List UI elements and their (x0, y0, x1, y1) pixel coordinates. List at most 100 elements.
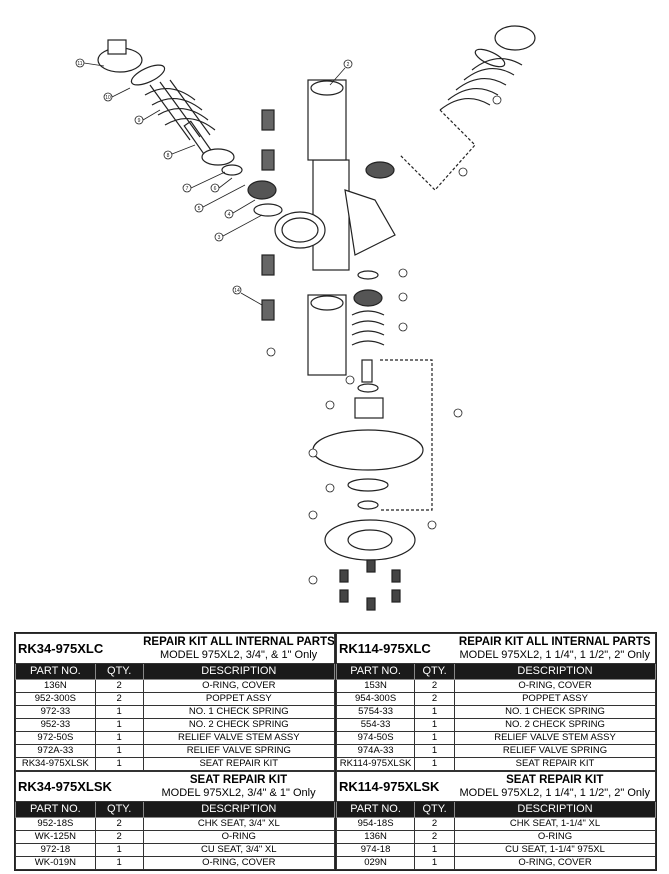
kit-subtitle: MODEL 975XL2, 3/4" & 1" Only (161, 786, 316, 799)
quantity: 2 (94, 692, 144, 706)
column-header: DESCRIPTION (454, 663, 656, 680)
description: O-RING (142, 830, 336, 844)
part-number: 972-33 (15, 705, 96, 719)
part-number: 952-18S (15, 817, 96, 831)
seat (365, 161, 395, 179)
description: CHK SEAT, 3/4" XL (142, 817, 336, 831)
washer (221, 164, 243, 176)
callout-7: 7 (186, 186, 189, 192)
quantity: 1 (94, 705, 144, 719)
callout-10: 10 (105, 95, 111, 101)
part-number: WK-019N (15, 856, 96, 870)
right-kit-column: RK114-975XLC REPAIR KIT ALL INTERNAL PAR… (335, 633, 656, 870)
callout-3: 3 (218, 235, 221, 241)
description: O-RING (454, 830, 656, 844)
column-header: DESCRIPTION (142, 663, 336, 680)
description: POPPET ASSY (454, 692, 656, 706)
ball-valve-bottom (307, 294, 347, 376)
part-number: 153N (335, 679, 416, 693)
quantity: 1 (94, 744, 144, 758)
description: NO. 2 CHECK SPRING (454, 718, 656, 732)
callout-2: 2 (347, 62, 350, 68)
quantity: 1 (414, 757, 456, 771)
description: CU SEAT, 1-1/4" 975XL (454, 843, 656, 857)
kit-subtitle: MODEL 975XL2, 1 1/4", 1 1/2", 2" Only (459, 786, 650, 799)
quantity: 2 (94, 679, 144, 693)
description: NO. 1 CHECK SPRING (142, 705, 336, 719)
right-check-spring (439, 58, 523, 111)
description: NO. 2 CHECK SPRING (142, 718, 336, 732)
column-header: DESCRIPTION (454, 801, 656, 818)
part-number: 972A-33 (15, 744, 96, 758)
o-ring (253, 203, 283, 217)
quantity: 2 (414, 679, 456, 693)
callout-8: 8 (167, 153, 170, 159)
o-ring (130, 64, 166, 86)
description: RELIEF VALVE STEM ASSY (454, 731, 656, 745)
part-number: 972-50S (15, 731, 96, 745)
o-ring (474, 48, 506, 68)
quantity: 1 (94, 731, 144, 745)
quantity: 1 (414, 744, 456, 758)
part-number: 952-300S (15, 692, 96, 706)
kit-title: REPAIR KIT ALL INTERNAL PARTS (143, 635, 335, 648)
column-header: PART NO. (335, 801, 416, 818)
kit-code: RK114-975XLSK (335, 771, 455, 802)
relief-valve-stack (312, 270, 424, 561)
kit-table-rk34-975xlc: RK34-975XLC REPAIR KIT ALL INTERNAL PART… (15, 633, 336, 771)
part-number: 974-50S (335, 731, 416, 745)
quantity: 2 (94, 817, 144, 831)
description: O-RING, COVER (454, 856, 656, 870)
part-number: 029N (335, 856, 416, 870)
callout-4: 4 (228, 212, 231, 218)
part-number: 954-18S (335, 817, 416, 831)
left-check-spring (144, 79, 216, 141)
description: POPPET ASSY (142, 692, 336, 706)
callouts: 11 10 9 8 7 6 5 4 3 2 14 (75, 58, 502, 585)
quantity: 2 (414, 817, 456, 831)
description: RELIEF VALVE STEM ASSY (142, 731, 336, 745)
quantity: 1 (94, 757, 144, 771)
part-number: 974-18 (335, 843, 416, 857)
exploded-parts-diagram: 11 10 9 8 7 6 5 4 3 2 14 (75, 25, 536, 611)
column-header: PART NO. (335, 663, 416, 680)
kit-title: SEAT REPAIR KIT (189, 773, 288, 786)
part-number: WK-125N (15, 830, 96, 844)
poppet-group-bracket (399, 109, 476, 191)
kit-subtitle: MODEL 975XL2, 1 1/4", 1 1/2", 2" Only (459, 648, 650, 661)
repair-kit-tables: RK34-975XLC REPAIR KIT ALL INTERNAL PART… (14, 632, 657, 871)
description: O-RING, COVER (142, 679, 336, 693)
callout-5: 5 (198, 206, 201, 212)
kit-code: RK34-975XLSK (15, 771, 144, 802)
description: RELIEF VALVE SPRING (454, 744, 656, 758)
kit-table-rk114-975xlc: RK114-975XLC REPAIR KIT ALL INTERNAL PAR… (335, 633, 656, 771)
seat (247, 180, 277, 200)
relief-assy-bracket (380, 359, 433, 511)
column-header: PART NO. (15, 801, 96, 818)
callout-14: 14 (234, 288, 240, 294)
description: CHK SEAT, 1-1/4" XL (454, 817, 656, 831)
callout-6: 6 (214, 186, 217, 192)
part-number: 5754-33 (335, 705, 416, 719)
part-number: 974A-33 (335, 744, 416, 758)
description: O-RING, COVER (454, 679, 656, 693)
part-number: 954-300S (335, 692, 416, 706)
quantity: 1 (414, 843, 456, 857)
quantity: 1 (414, 856, 456, 870)
description: NO. 1 CHECK SPRING (454, 705, 656, 719)
quantity: 1 (414, 705, 456, 719)
kit-title: SEAT REPAIR KIT (506, 773, 604, 786)
quantity: 1 (414, 731, 456, 745)
